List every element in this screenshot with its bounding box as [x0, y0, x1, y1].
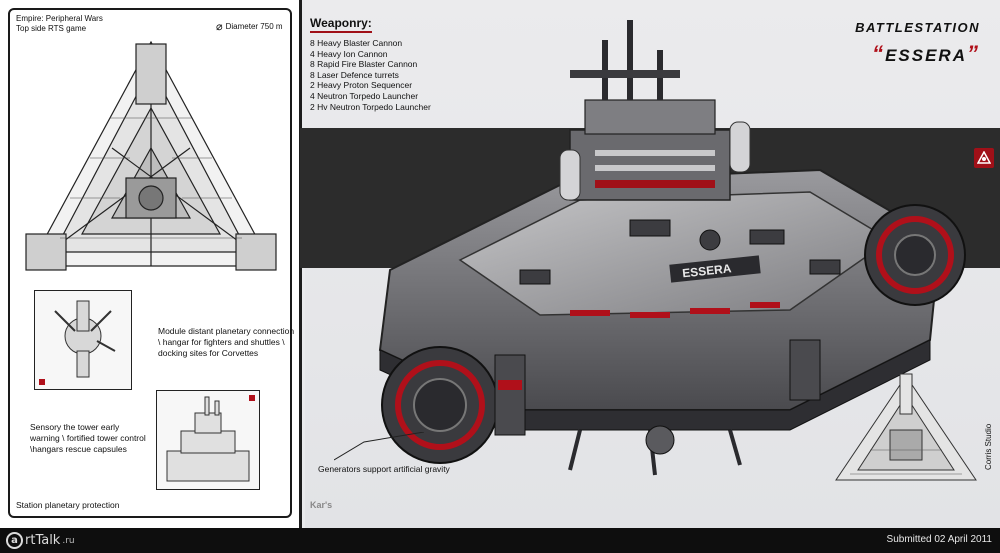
game-title: Empire: Peripheral Wars Top side RTS gam… [16, 14, 103, 34]
logo-mark: a [6, 532, 23, 549]
red-marker [39, 379, 45, 385]
studio-credit: Corris Studio [984, 423, 993, 470]
signature-watermark: Kar's [310, 500, 333, 510]
red-marker [249, 395, 255, 401]
top-view-schematic [25, 40, 277, 271]
generators-label: Generators support artificial gravity [318, 464, 450, 474]
battlestation-render: ESSERA [378, 20, 966, 476]
weapon-item: 8 Rapid Fire Blaster Cannon [310, 59, 418, 70]
weapon-item: 2 Hv Neutron Torpedo Launcher [310, 101, 431, 112]
weapon-item: 8 Heavy Blaster Cannon [310, 38, 403, 48]
weapon-item: 8 Laser Defence turrets [310, 69, 399, 80]
game-title-line-1: Empire: Peripheral Wars [16, 14, 103, 23]
weapon-item: 4 Heavy Ion Cannon [310, 48, 388, 59]
close-quote: ” [967, 41, 980, 66]
diameter-icon: ⌀ [216, 20, 223, 33]
site-logo[interactable]: a rtTalk .ru [6, 532, 75, 549]
sensory-callout: Sensory the tower early warning \ fortif… [30, 422, 146, 454]
title-block: BATTLESTATION “ESSERA” [855, 20, 980, 67]
diameter-text: Diameter 750 m [225, 22, 283, 31]
diameter-label: ⌀ Diameter 750 m [216, 20, 283, 33]
weaponry-title: Weaponry: [310, 16, 372, 33]
weapon-item: 2 Heavy Proton Sequencer [310, 80, 413, 91]
faction-emblem-icon [974, 148, 994, 168]
station-note: Station planetary protection [16, 500, 120, 510]
submitted-date: Submitted 02 April 2011 [886, 534, 992, 545]
tower-drawing [166, 396, 250, 482]
title-essera-text: ESSERA [885, 46, 967, 65]
tower-thumbnail [156, 390, 260, 490]
module-callout: Module distant planetary connection \ ha… [158, 326, 295, 358]
generators-leader-line [334, 432, 424, 461]
hull-name-plate: ESSERA [682, 261, 733, 280]
blueprint-frame [8, 8, 292, 518]
title-essera: “ESSERA” [855, 41, 980, 67]
open-quote: “ [872, 41, 886, 66]
module-thumbnail [34, 290, 132, 390]
blueprint-panel: Empire: Peripheral Wars Top side RTS gam… [0, 0, 302, 528]
title-battlestation: BATTLESTATION [855, 20, 980, 35]
game-title-line-2: Top side RTS game [16, 24, 87, 33]
footer-bar: a rtTalk .ru Submitted 02 April 2011 [0, 528, 1000, 553]
module-drawing [54, 300, 116, 378]
logo-text: rtTalk [25, 533, 61, 548]
weapon-item: 4 Neutron Torpedo Launcher [310, 90, 419, 101]
weaponry-list: Weaponry: 8 Heavy Blaster Cannon 4 Heavy… [310, 14, 460, 112]
logo-suffix: .ru [62, 535, 75, 546]
mini-top-view [835, 373, 977, 481]
